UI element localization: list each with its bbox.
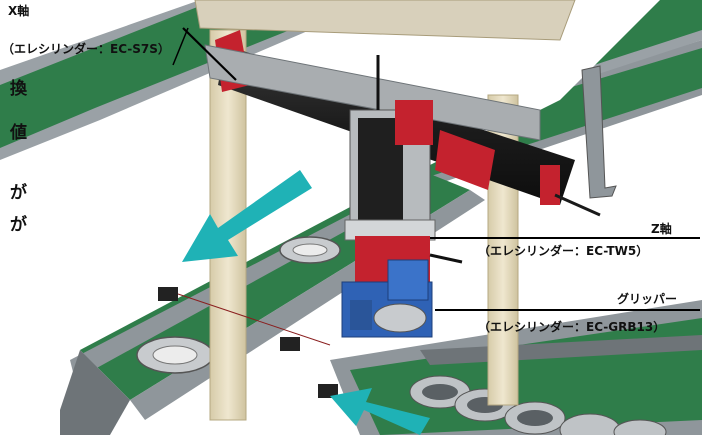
right-bracket: [581, 65, 617, 199]
flow-arrow-out: [182, 170, 312, 262]
gripper-name: グリッパー: [617, 292, 678, 306]
cross-beam: [204, 44, 541, 141]
gripper-spec: （エレシリンダー：EC-GRB13）: [478, 320, 666, 334]
z-axis-spec: （エレシリンダー：EC-TW5）: [478, 244, 649, 258]
side-char-2: 値: [10, 123, 27, 143]
x-axis-spec: （エレシリンダー：EC-S7S）: [2, 42, 170, 56]
side-char-4: が: [10, 215, 27, 235]
z-axis-carriage: [344, 55, 463, 286]
z-axis-name: Z軸: [651, 222, 672, 236]
sensors: [158, 287, 338, 398]
leader-lines: [172, 27, 700, 311]
flow-arrow-in: [330, 388, 430, 435]
gripper: [341, 259, 433, 338]
bearing-left-mid: [279, 236, 341, 264]
side-char-1: 換: [10, 79, 27, 99]
bearing-left-lower: [136, 336, 214, 374]
x-axis-name: X軸: [8, 4, 30, 18]
side-char-3: が: [10, 183, 27, 203]
